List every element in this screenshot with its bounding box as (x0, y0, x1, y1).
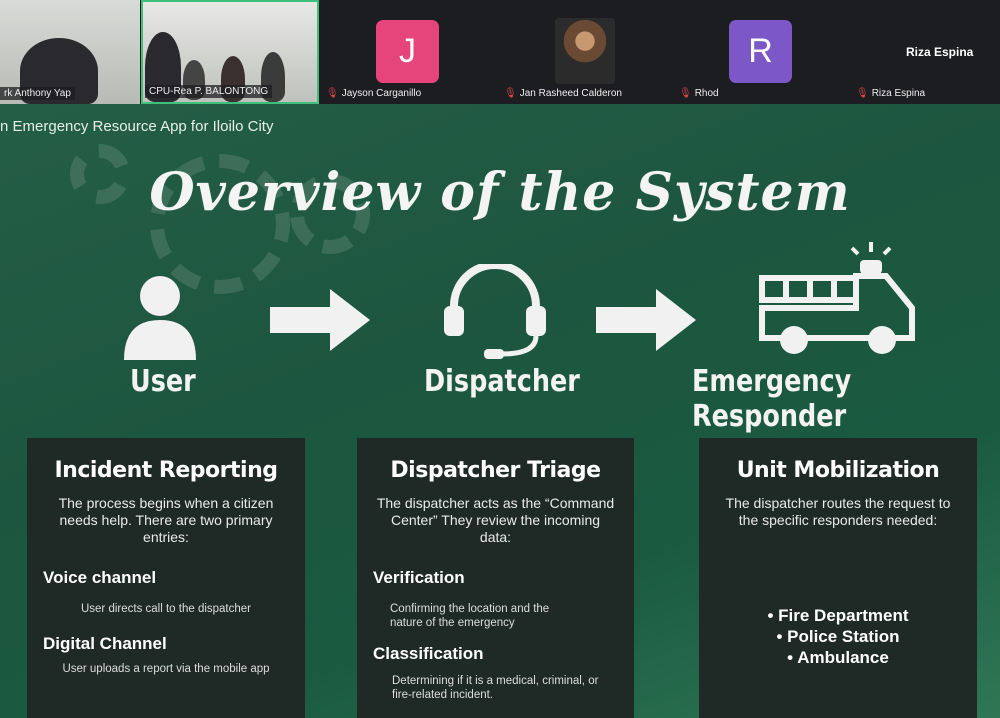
presentation-slide: n Emergency Resource App for Iloilo City… (0, 104, 1000, 718)
participant-name: 🎙Riza Espina (852, 87, 930, 100)
avatar[interactable]: J (376, 20, 439, 83)
slide-title: Overview of the System (149, 162, 851, 223)
item-desc: User uploads a report via the mobile app (62, 663, 270, 675)
arrow-right-icon (270, 289, 370, 351)
participant-name-text: Jayson Carganillo (341, 88, 422, 99)
item-desc: User directs call to the dispatcher (80, 603, 252, 615)
gear-icon (70, 144, 130, 204)
arrow-right-icon (596, 289, 696, 351)
role-label-dispatcher: Dispatcher (424, 364, 580, 399)
card-dispatcher-triage: Dispatcher Triage The dispatcher acts as… (357, 438, 634, 718)
list-item: Police Station (699, 626, 977, 647)
user-icon (124, 276, 196, 360)
role-label-responder: Emergency Responder (692, 364, 852, 434)
card-title: Dispatcher Triage (390, 458, 601, 483)
mic-muted-icon: 🎙 (326, 88, 339, 99)
item-heading: Verification (373, 568, 465, 587)
item-heading: Voice channel (43, 568, 157, 587)
participant-name: CPU-Rea P. BALONTONG (145, 85, 273, 98)
card-intro: The dispatcher routes the request to the… (725, 495, 951, 528)
mic-muted-icon: 🎙 (504, 88, 517, 99)
role-label-user: User (130, 364, 196, 399)
participant-name-text: Jan Rasheed Calderon (519, 88, 622, 99)
participant-name: 🎙Jan Rasheed Calderon (500, 87, 626, 100)
avatar[interactable]: R (729, 20, 792, 83)
slide-subtitle: n Emergency Resource App for Iloilo City (0, 118, 274, 135)
mic-muted-icon: 🎙 (856, 88, 869, 99)
card-incident-reporting: Incident Reporting The process begins wh… (27, 438, 305, 718)
item-heading: Classification (373, 644, 484, 663)
mic-muted-icon: 🎙 (679, 88, 692, 99)
participant-name-text: Riza Espina (871, 88, 926, 99)
participant-name: rk Anthony Yap (0, 87, 75, 100)
participant-display-name: Riza Espina (906, 45, 974, 59)
list-item: Ambulance (699, 647, 977, 668)
item-desc: Determining if it is a medical, criminal… (392, 675, 599, 701)
card-intro: The process begins when a citizen needs … (58, 495, 274, 545)
avatar-photo[interactable] (555, 18, 615, 84)
list-item: Fire Department (699, 605, 977, 626)
card-intro: The dispatcher acts as the “Command Cent… (376, 495, 615, 545)
participant-name-text: Rhod (694, 88, 719, 99)
card-title: Unit Mobilization (736, 458, 940, 483)
card-unit-mobilization: Unit Mobilization The dispatcher routes … (699, 438, 977, 718)
participant-name: 🎙Jayson Carganillo (322, 87, 426, 100)
item-desc: Confirming the location and the nature o… (390, 603, 550, 629)
responder-list: Fire Department Police Station Ambulance (699, 605, 977, 668)
headset-icon (444, 264, 546, 359)
participant-strip: rk Anthony Yap CPU-Rea P. BALONTONG J 🎙J… (0, 0, 1000, 104)
card-title: Incident Reporting (54, 458, 278, 483)
participant-tile-active[interactable]: CPU-Rea P. BALONTONG (141, 0, 319, 104)
participant-tile[interactable]: rk Anthony Yap (0, 0, 140, 104)
participant-name: 🎙Rhod (675, 87, 723, 100)
item-heading: Digital Channel (43, 634, 167, 653)
fire-truck-icon (759, 242, 915, 354)
